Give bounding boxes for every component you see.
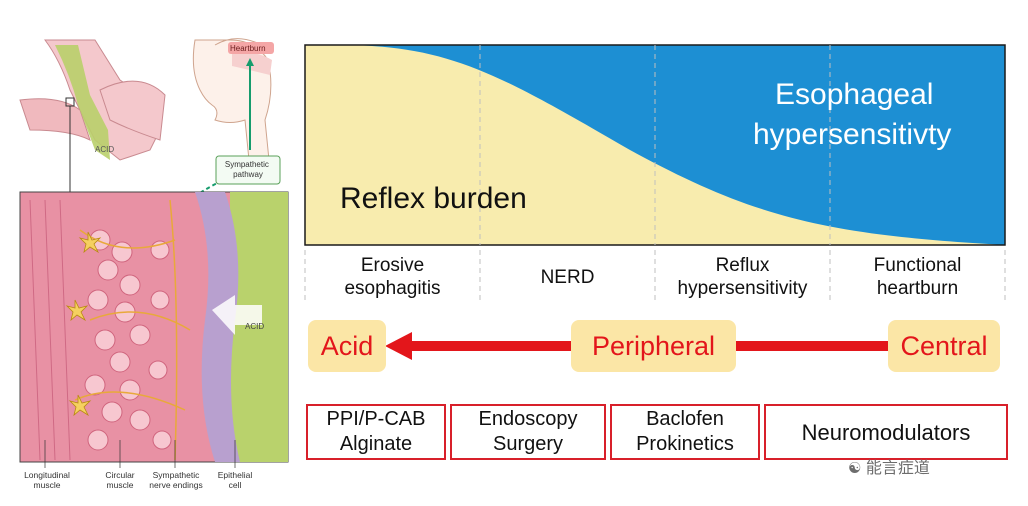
- treatment-line2: Alginate: [339, 433, 413, 455]
- reflex-burden-label: Reflex burden: [340, 182, 527, 215]
- treatment-line2: Prokinetics: [636, 433, 734, 455]
- watermark-text: 能言症道: [865, 460, 930, 477]
- axis-peripheral-label: Peripheral: [571, 320, 736, 372]
- tissue-cross-section: [19, 191, 289, 463]
- acid-label-tissue: ACID: [245, 322, 264, 331]
- acid-label-top: ACID: [95, 145, 114, 154]
- category-line1: Reflux: [715, 255, 770, 276]
- label-epithelial-cell: Epithelial cell: [217, 470, 253, 490]
- reflux-hypersensitivity-spectrum: Reflex burden Esophageal hypersensitivty: [304, 44, 1006, 246]
- category-line1: NERD: [540, 266, 595, 288]
- face-profile: [192, 38, 272, 171]
- axis-central-label: Central: [888, 320, 1000, 372]
- category-line1: Functional: [873, 255, 962, 276]
- sympathetic-pathway-line2: pathway: [233, 170, 263, 179]
- heartburn-label: Heartburn: [230, 44, 266, 53]
- hypersensitivity-label-line2: hypersensitivty: [753, 118, 951, 151]
- axis-acid-label: Acid: [308, 320, 386, 372]
- category-line2: hypersensitivity: [677, 278, 808, 299]
- treatment-line2: Surgery: [492, 433, 564, 455]
- heartburn-badge: [228, 42, 274, 54]
- category-line2: esophagitis: [344, 278, 441, 299]
- treatment-line1: Endoscopy: [478, 408, 578, 430]
- label-sympathetic-nerve-endings: Sympathetic nerve endings: [149, 470, 203, 490]
- category-nerd: NERD: [480, 252, 655, 302]
- label-longitudinal-muscle: Longitudinal muscle: [24, 470, 70, 490]
- watermark: ☯ 能言症道: [848, 454, 930, 478]
- esophagus-anatomy-illustration: ACID Heartburn Sympathetic pathway: [19, 38, 289, 468]
- treatment-neuromodulators: Neuromodulators: [764, 404, 1008, 460]
- esophagus-sketch: [19, 39, 166, 192]
- treatment-ppi-alginate: PPI/P-CAB Alginate: [306, 404, 446, 460]
- treatment-line1: Neuromodulators: [801, 419, 971, 445]
- hypersensitivity-label-line1: Esophageal: [775, 78, 933, 111]
- category-line2: heartburn: [876, 278, 959, 299]
- sympathetic-pathway-line1: Sympathetic: [225, 160, 269, 169]
- treatment-line1: Baclofen: [646, 408, 724, 430]
- label-circular-muscle: Circular muscle: [105, 470, 135, 490]
- sympathetic-pathway-label: Sympathetic pathway: [225, 160, 271, 179]
- category-line1: Erosive: [360, 255, 425, 276]
- sympathetic-pathway-box: [215, 155, 281, 185]
- wechat-icon: ☯: [848, 460, 862, 477]
- treatment-line1: PPI/P-CAB: [326, 408, 426, 430]
